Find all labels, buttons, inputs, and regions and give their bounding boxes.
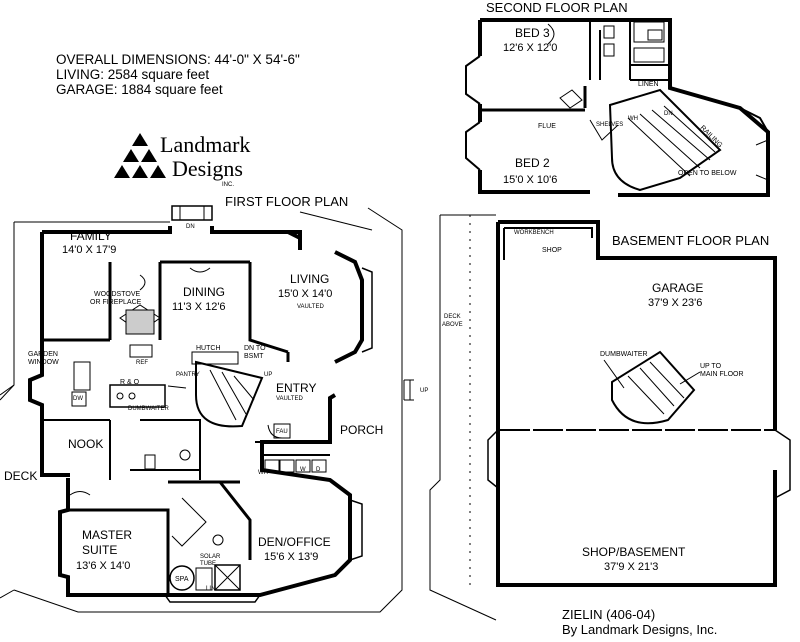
wh-label: WH [628, 116, 638, 122]
shop-basement-size: 37'9 X 21'3 [604, 561, 658, 573]
garage-area: GARAGE: 1884 square feet [56, 82, 223, 97]
designer-credit: By Landmark Designs, Inc. [562, 622, 717, 637]
deck-above-2: ABOVE [442, 322, 463, 328]
deck-dn-label: DN [186, 224, 195, 230]
entry-name: ENTRY [276, 381, 316, 395]
porch-up-label: UP [420, 388, 428, 394]
basement-labels: WORKBENCH SHOP DECK ABOVE GARAGE 37'9 X … [442, 230, 744, 573]
shop-label: SHOP [542, 247, 562, 254]
dn-label: DN [664, 111, 673, 117]
garage-size: 37'9 X 23'6 [648, 297, 702, 309]
dining-size: 11'3 X 12'6 [172, 301, 226, 313]
master-size: 13'6 X 14'0 [76, 560, 130, 572]
garden-label: GARDEN [28, 351, 58, 358]
den-name: DEN/OFFICE [258, 535, 331, 549]
dw-label: DW [73, 396, 83, 402]
bsmt-label: BSMT [244, 353, 264, 360]
logo-word-designs: Designs [172, 156, 243, 181]
dn-to-label: DN TO [244, 345, 266, 352]
living-note: VAULTED [297, 304, 324, 310]
railing-label: RAILING [699, 124, 724, 149]
woodstove-label: WOODSTOVE [94, 291, 140, 298]
deck-above-1: DECK [444, 314, 461, 320]
ro-label: R & O [120, 379, 140, 386]
basement-heading: BASEMENT FLOOR PLAN [612, 233, 769, 248]
living-area: LIVING: 2584 square feet [56, 67, 209, 82]
family-name: FAMILY [70, 229, 112, 243]
tube-label: TUBE [200, 561, 216, 567]
bed2-name: BED 2 [515, 156, 550, 170]
window-label: WINDOW [28, 359, 59, 366]
den-size: 15'6 X 13'9 [264, 551, 318, 563]
up-to-label: UP TO [700, 363, 722, 370]
fireplace-label: OR FIREPLACE [90, 299, 142, 306]
logo-word-landmark: Landmark [160, 132, 250, 157]
shelves-label: SHELVES [596, 122, 623, 128]
spa-label: SPA [175, 576, 189, 583]
lin-label: LIN [206, 586, 215, 592]
washer-label: W [300, 467, 306, 473]
dumbwaiter-label: DUMBWAITER [128, 406, 169, 412]
shop-basement-name: SHOP/BASEMENT [582, 545, 686, 559]
first-floor-labels: DN FAMILY 14'0 X 17'9 DINING 11'3 X 12'6… [4, 224, 428, 592]
solar-label: SOLAR [200, 554, 221, 560]
pantry-label: PANTRY [176, 372, 200, 378]
bed3-size: 12'6 X 12'0 [503, 42, 557, 54]
garage-name: GARAGE [652, 281, 703, 295]
nook-label: NOOK [68, 437, 103, 451]
dining-name: DINING [183, 285, 225, 299]
family-size: 14'0 X 17'9 [62, 244, 116, 256]
basement-plan [429, 214, 791, 621]
linen-label: LINEN [638, 81, 659, 88]
main-floor-label: MAIN FLOOR [700, 371, 744, 378]
plan-credit: ZIELIN (406-04) By Landmark Designs, Inc… [562, 607, 717, 637]
summary-block: OVERALL DIMENSIONS: 44'-0" X 54'-6" LIVI… [56, 52, 300, 97]
overall-dimensions: OVERALL DIMENSIONS: 44'-0" X 54'-6" [56, 52, 300, 67]
second-floor-heading: SECOND FLOOR PLAN [486, 0, 628, 15]
bed3-name: BED 3 [515, 26, 550, 40]
living-size: 15'0 X 14'0 [278, 288, 332, 300]
logo-inc: INC. [222, 182, 234, 188]
workbench-label: WORKBENCH [514, 230, 554, 236]
dumbwaiter-basement-label: DUMBWAITER [600, 351, 648, 358]
hutch-label: HUTCH [196, 345, 221, 352]
first-floor-plan [0, 205, 414, 613]
master-name-2: SUITE [82, 543, 117, 557]
ref-label: REF [136, 360, 148, 366]
wh-label-first: WH [258, 470, 268, 476]
deck-label: DECK [4, 469, 37, 483]
flue-label: FLUE [538, 123, 556, 130]
first-floor-heading: FIRST FLOOR PLAN [225, 194, 348, 209]
master-name-1: MASTER [82, 528, 132, 542]
bed2-size: 15'0 X 10'6 [503, 174, 557, 186]
second-floor-plan [465, 18, 770, 197]
fau-label: FAU [276, 429, 288, 435]
porch-label: PORCH [340, 423, 383, 437]
stair-up-label: UP [264, 372, 272, 378]
dryer-label: D [316, 467, 321, 473]
plan-number: ZIELIN (406-04) [562, 607, 655, 622]
landmark-logo: Landmark Designs INC. [114, 132, 250, 188]
entry-note: VAULTED [276, 396, 303, 402]
open-to-below-label: OPEN TO BELOW [678, 170, 737, 177]
logo-triangles-icon [114, 133, 166, 178]
living-name: LIVING [290, 272, 329, 286]
